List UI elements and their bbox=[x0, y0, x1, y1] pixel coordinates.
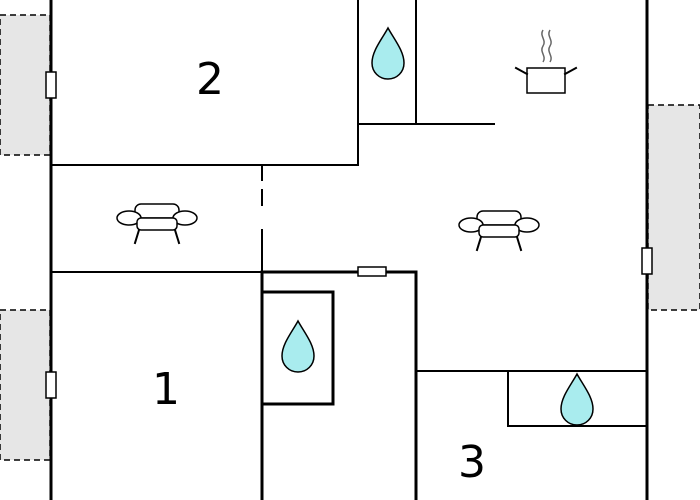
window-room1 bbox=[45, 371, 57, 399]
water-drop-icon bbox=[560, 372, 594, 426]
interior-walls bbox=[50, 0, 648, 500]
room-label-3: 3 bbox=[458, 437, 486, 488]
window-corridor bbox=[357, 266, 387, 277]
room-label-1: 1 bbox=[152, 364, 180, 415]
terrace-bottom-left bbox=[0, 309, 51, 461]
window-room2 bbox=[45, 71, 57, 99]
windows bbox=[45, 71, 653, 399]
water-drop-icon bbox=[281, 319, 315, 373]
terrace-right bbox=[647, 104, 700, 311]
terrace-top-left bbox=[0, 14, 51, 156]
sofa-icon bbox=[458, 210, 540, 252]
water-drop-icon bbox=[371, 26, 405, 80]
room-label-2: 2 bbox=[196, 54, 224, 105]
cooking-pot-icon bbox=[514, 29, 578, 94]
sofa-icon bbox=[116, 203, 198, 245]
window-living-right bbox=[641, 247, 653, 275]
terraces bbox=[0, 14, 700, 461]
